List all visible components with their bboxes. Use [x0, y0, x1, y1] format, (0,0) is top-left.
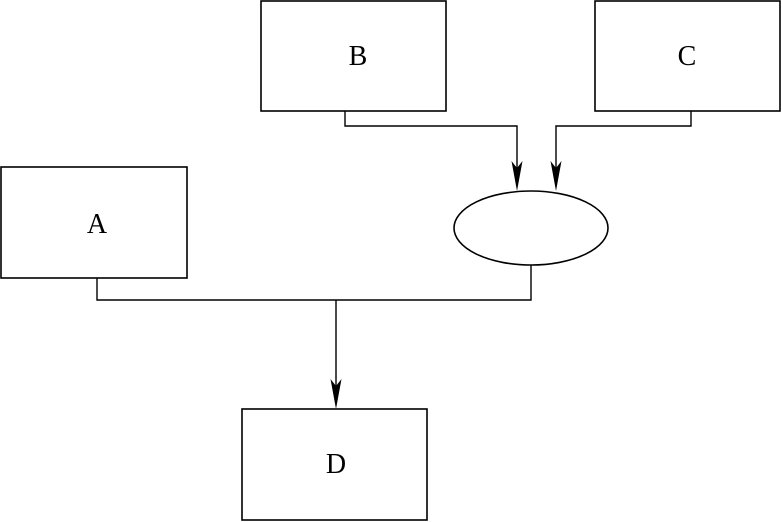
node-d-box — [241, 408, 428, 521]
node-c: C — [594, 0, 781, 112]
edge-b-to-junction — [344, 111, 523, 191]
node-c-label: C — [678, 41, 697, 72]
edge-c-to-junction — [550, 111, 692, 191]
node-b: B — [260, 0, 447, 112]
edge-merge-to-d — [96, 265, 532, 409]
edge-c-to-junction-arrowhead — [550, 161, 562, 191]
junction-ellipse — [453, 190, 609, 266]
node-a-label: A — [87, 209, 108, 240]
junction-node — [453, 190, 609, 266]
node-b-box — [260, 0, 447, 112]
node-c-box — [594, 0, 781, 112]
node-a-box — [0, 166, 188, 279]
edge-c-to-junction-line — [555, 111, 692, 175]
node-d: D — [241, 408, 428, 521]
node-b-label: B — [349, 41, 368, 72]
edge-junction-to-merge-line — [336, 265, 532, 301]
edge-b-to-junction-line — [344, 111, 518, 175]
edge-b-to-junction-arrowhead — [511, 161, 523, 191]
edge-merge-to-d-arrowhead — [330, 379, 342, 409]
node-a: A — [0, 166, 188, 279]
edge-a-to-merge-line — [96, 278, 336, 301]
node-d-label: D — [326, 449, 346, 480]
